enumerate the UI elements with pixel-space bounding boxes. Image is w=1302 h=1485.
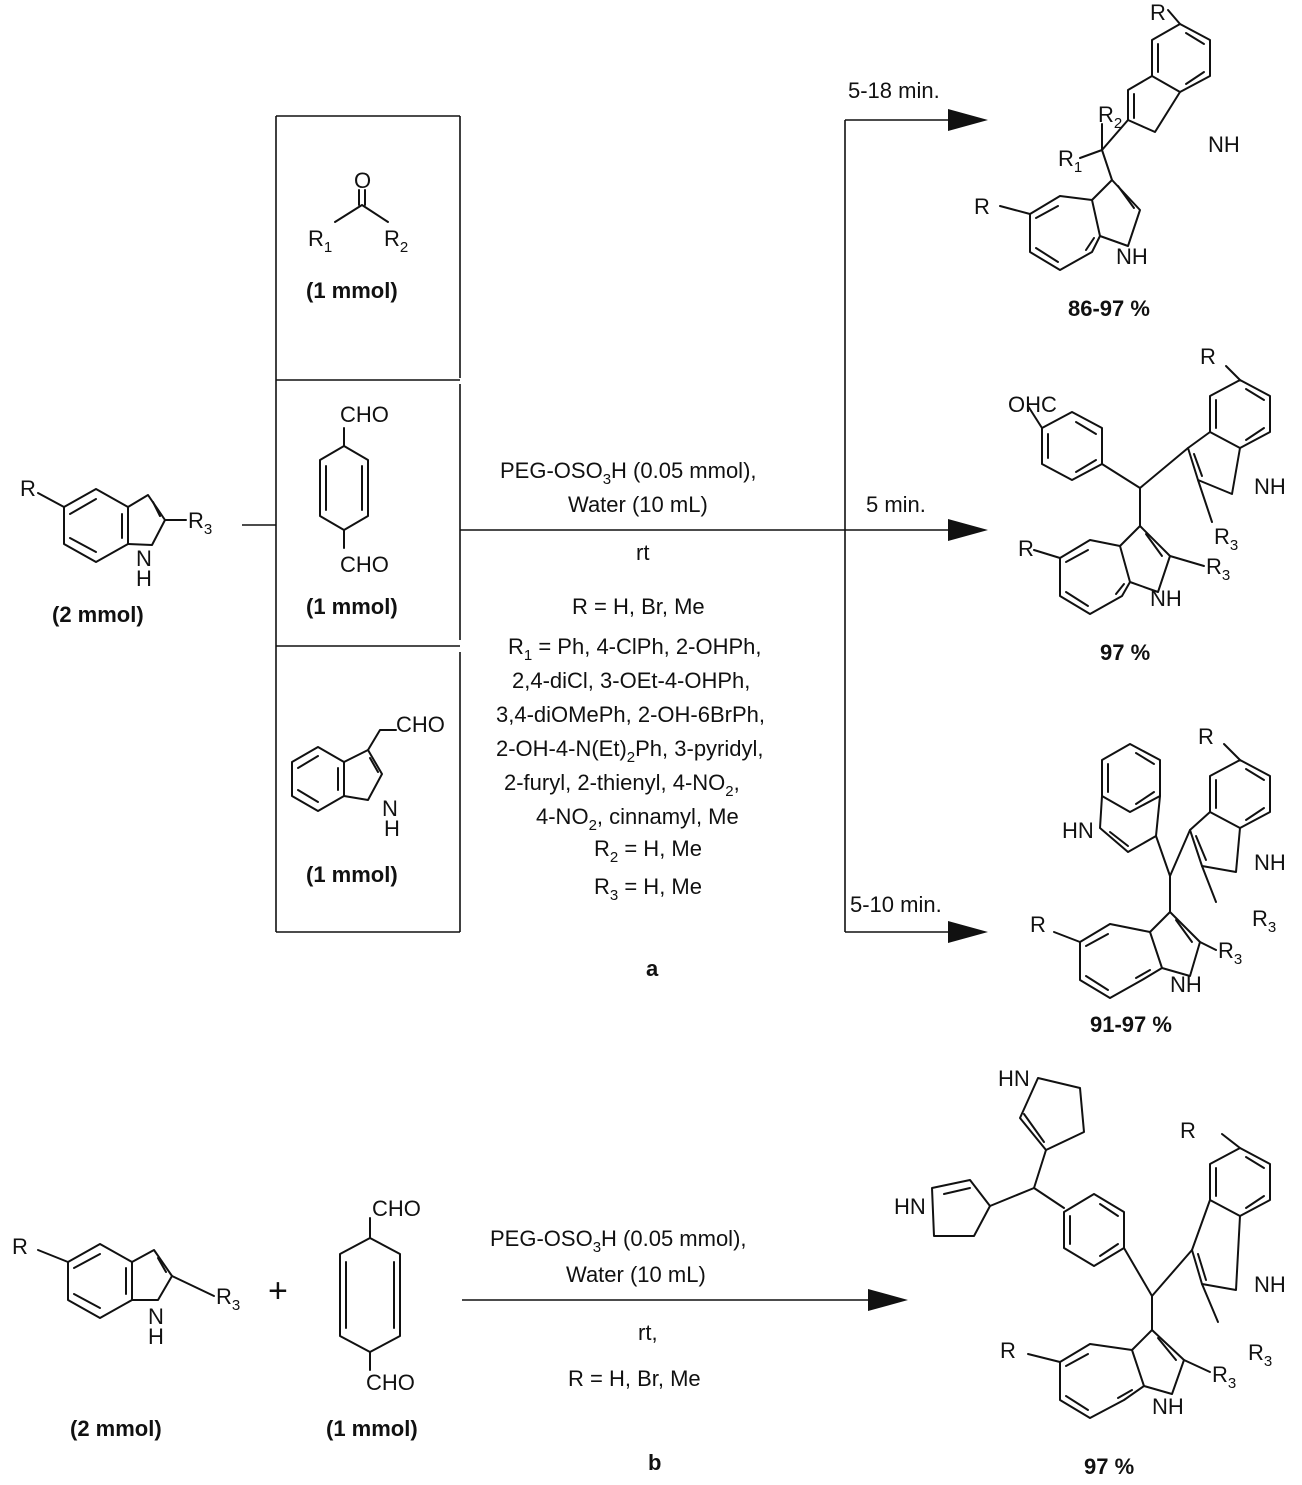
p3-r-left: R bbox=[1030, 912, 1046, 937]
b-product-nh-bottom: NH bbox=[1152, 1394, 1184, 1419]
conditions-a: PEG-OSO3H (0.05 mmol), Water (10 mL) rt … bbox=[496, 458, 765, 904]
scope-r: R = H, Br, Me bbox=[572, 594, 705, 619]
cho-top-label: CHO bbox=[340, 402, 389, 427]
scheme-label-a: a bbox=[646, 956, 659, 981]
b-product-r-left: R bbox=[1000, 1338, 1016, 1363]
p3-hn: HN bbox=[1062, 818, 1094, 843]
b-indole-h: H bbox=[148, 1324, 164, 1349]
indole-r3-label: R3 bbox=[188, 508, 212, 538]
b-indole-r: R bbox=[12, 1234, 28, 1259]
p2-r3-left: R3 bbox=[1206, 554, 1230, 584]
p2-ohc: OHC bbox=[1008, 392, 1057, 417]
b-conditions-rt: rt, bbox=[638, 1320, 658, 1345]
p2-r3-right: R3 bbox=[1214, 524, 1238, 554]
scope-line6: 2-furyl, 2-thienyl, 4-NO2, bbox=[504, 770, 740, 800]
b-tpa-amount: (1 mmol) bbox=[326, 1416, 418, 1441]
time-label-3: 5-10 min. bbox=[850, 892, 942, 917]
p1-nh-top: NH bbox=[1208, 132, 1240, 157]
ketone-r2-label: R2 bbox=[384, 226, 408, 256]
ketone-amount: (1 mmol) bbox=[306, 278, 398, 303]
product-3: HN R NH R3 R3 R NH 91-97 % bbox=[1030, 724, 1286, 1037]
yield-1: 86-97 % bbox=[1068, 296, 1150, 321]
terephthalaldehyde-b: CHO CHO (1 mmol) bbox=[326, 1196, 421, 1441]
conditions-line2: Water (10 mL) bbox=[568, 492, 708, 517]
i3c-cho-label: CHO bbox=[396, 712, 445, 737]
p1-r2: R2 bbox=[1098, 102, 1122, 132]
reaction-arrow-b bbox=[462, 1289, 908, 1311]
b-cho-bottom: CHO bbox=[366, 1370, 415, 1395]
plus-sign: + bbox=[268, 1272, 288, 1310]
tpa-amount: (1 mmol) bbox=[306, 594, 398, 619]
ketone-reagent: O R1 R2 (1 mmol) bbox=[306, 168, 408, 303]
scope-r2: R2 = H, Me bbox=[594, 836, 702, 866]
i3c-n-label: N bbox=[382, 796, 398, 821]
scheme-label-b: b bbox=[648, 1450, 661, 1475]
b-conditions-line1: PEG-OSO3H (0.05 mmol), bbox=[490, 1226, 747, 1256]
p3-nh-bottom: NH bbox=[1170, 972, 1202, 997]
b-yield: 97 % bbox=[1084, 1454, 1134, 1479]
indole-r-label: R bbox=[20, 476, 36, 501]
cho-bottom-label: CHO bbox=[340, 552, 389, 577]
p1-r-top: R bbox=[1150, 0, 1166, 25]
scope-r1: R1 = Ph, 4-ClPh, 2-OHPh, bbox=[508, 634, 762, 664]
p3-r3-right: R3 bbox=[1252, 906, 1276, 936]
b-scope-r: R = H, Br, Me bbox=[568, 1366, 701, 1391]
product-b: HN HN R NH R3 R3 R NH 97 % bbox=[894, 1066, 1286, 1479]
b-hn-left: HN bbox=[894, 1194, 926, 1219]
b-product-r3-right: R3 bbox=[1248, 1340, 1272, 1370]
indole-n-label: N bbox=[136, 546, 152, 571]
time-label-1: 5-18 min. bbox=[848, 78, 940, 103]
p3-r-top: R bbox=[1198, 724, 1214, 749]
indole-reactant-a: R R3 N H (2 mmol) bbox=[20, 476, 212, 627]
conditions-line1: PEG-OSO3H (0.05 mmol), bbox=[500, 458, 757, 488]
p1-r-left: R bbox=[974, 194, 990, 219]
p3-r3-left: R3 bbox=[1218, 938, 1242, 968]
indole-reactant-b: R R3 N H (2 mmol) bbox=[12, 1234, 240, 1441]
scope-r3: R3 = H, Me bbox=[594, 874, 702, 904]
scope-line5: 2-OH-4-N(Et)2Ph, 3-pyridyl, bbox=[496, 736, 764, 766]
p2-r-top: R bbox=[1200, 344, 1216, 369]
b-indole-amount: (2 mmol) bbox=[70, 1416, 162, 1441]
time-label-2: 5 min. bbox=[866, 492, 926, 517]
conditions-b: PEG-OSO3H (0.05 mmol), Water (10 mL) rt,… bbox=[490, 1226, 747, 1391]
yield-3: 91-97 % bbox=[1090, 1012, 1172, 1037]
b-product-r3-left: R3 bbox=[1212, 1362, 1236, 1392]
scope-line3: 2,4-diCl, 3-OEt-4-OHPh, bbox=[512, 668, 750, 693]
p1-nh-bottom: NH bbox=[1116, 244, 1148, 269]
indole-amount: (2 mmol) bbox=[52, 602, 144, 627]
p2-nh-right: NH bbox=[1254, 474, 1286, 499]
conditions-rt: rt bbox=[636, 540, 649, 565]
ketone-o-label: O bbox=[354, 168, 371, 193]
yield-2: 97 % bbox=[1100, 640, 1150, 665]
ketone-r1-label: R1 bbox=[308, 226, 332, 256]
i3c-amount: (1 mmol) bbox=[306, 862, 398, 887]
scope-line7: 4-NO2, cinnamyl, Me bbox=[536, 804, 739, 834]
b-hn-top: HN bbox=[998, 1066, 1030, 1091]
terephthalaldehyde-reagent: CHO CHO (1 mmol) bbox=[306, 402, 398, 619]
product-2: OHC R NH R3 R3 R NH 97 % bbox=[1008, 344, 1286, 665]
b-indole-r3: R3 bbox=[216, 1284, 240, 1314]
scope-line4: 3,4-diOMePh, 2-OH-6BrPh, bbox=[496, 702, 765, 727]
p2-r-left: R bbox=[1018, 536, 1034, 561]
i3c-h-label: H bbox=[384, 816, 400, 841]
p2-nh-bottom: NH bbox=[1150, 586, 1182, 611]
b-cho-top: CHO bbox=[372, 1196, 421, 1221]
product-1: R NH R2 R1 R NH 86-97 % bbox=[974, 0, 1240, 321]
p3-nh-right: NH bbox=[1254, 850, 1286, 875]
reagent-box bbox=[275, 115, 461, 933]
p1-r1: R1 bbox=[1058, 146, 1082, 176]
reaction-arrows-a bbox=[460, 109, 988, 943]
indole-h-label: H bbox=[136, 566, 152, 591]
b-product-r-top: R bbox=[1180, 1118, 1196, 1143]
b-product-nh-right: NH bbox=[1254, 1272, 1286, 1297]
b-conditions-line2: Water (10 mL) bbox=[566, 1262, 706, 1287]
indole-3-carboxaldehyde-reagent: CHO N H (1 mmol) bbox=[291, 712, 445, 887]
b-indole-n: N bbox=[148, 1304, 164, 1329]
